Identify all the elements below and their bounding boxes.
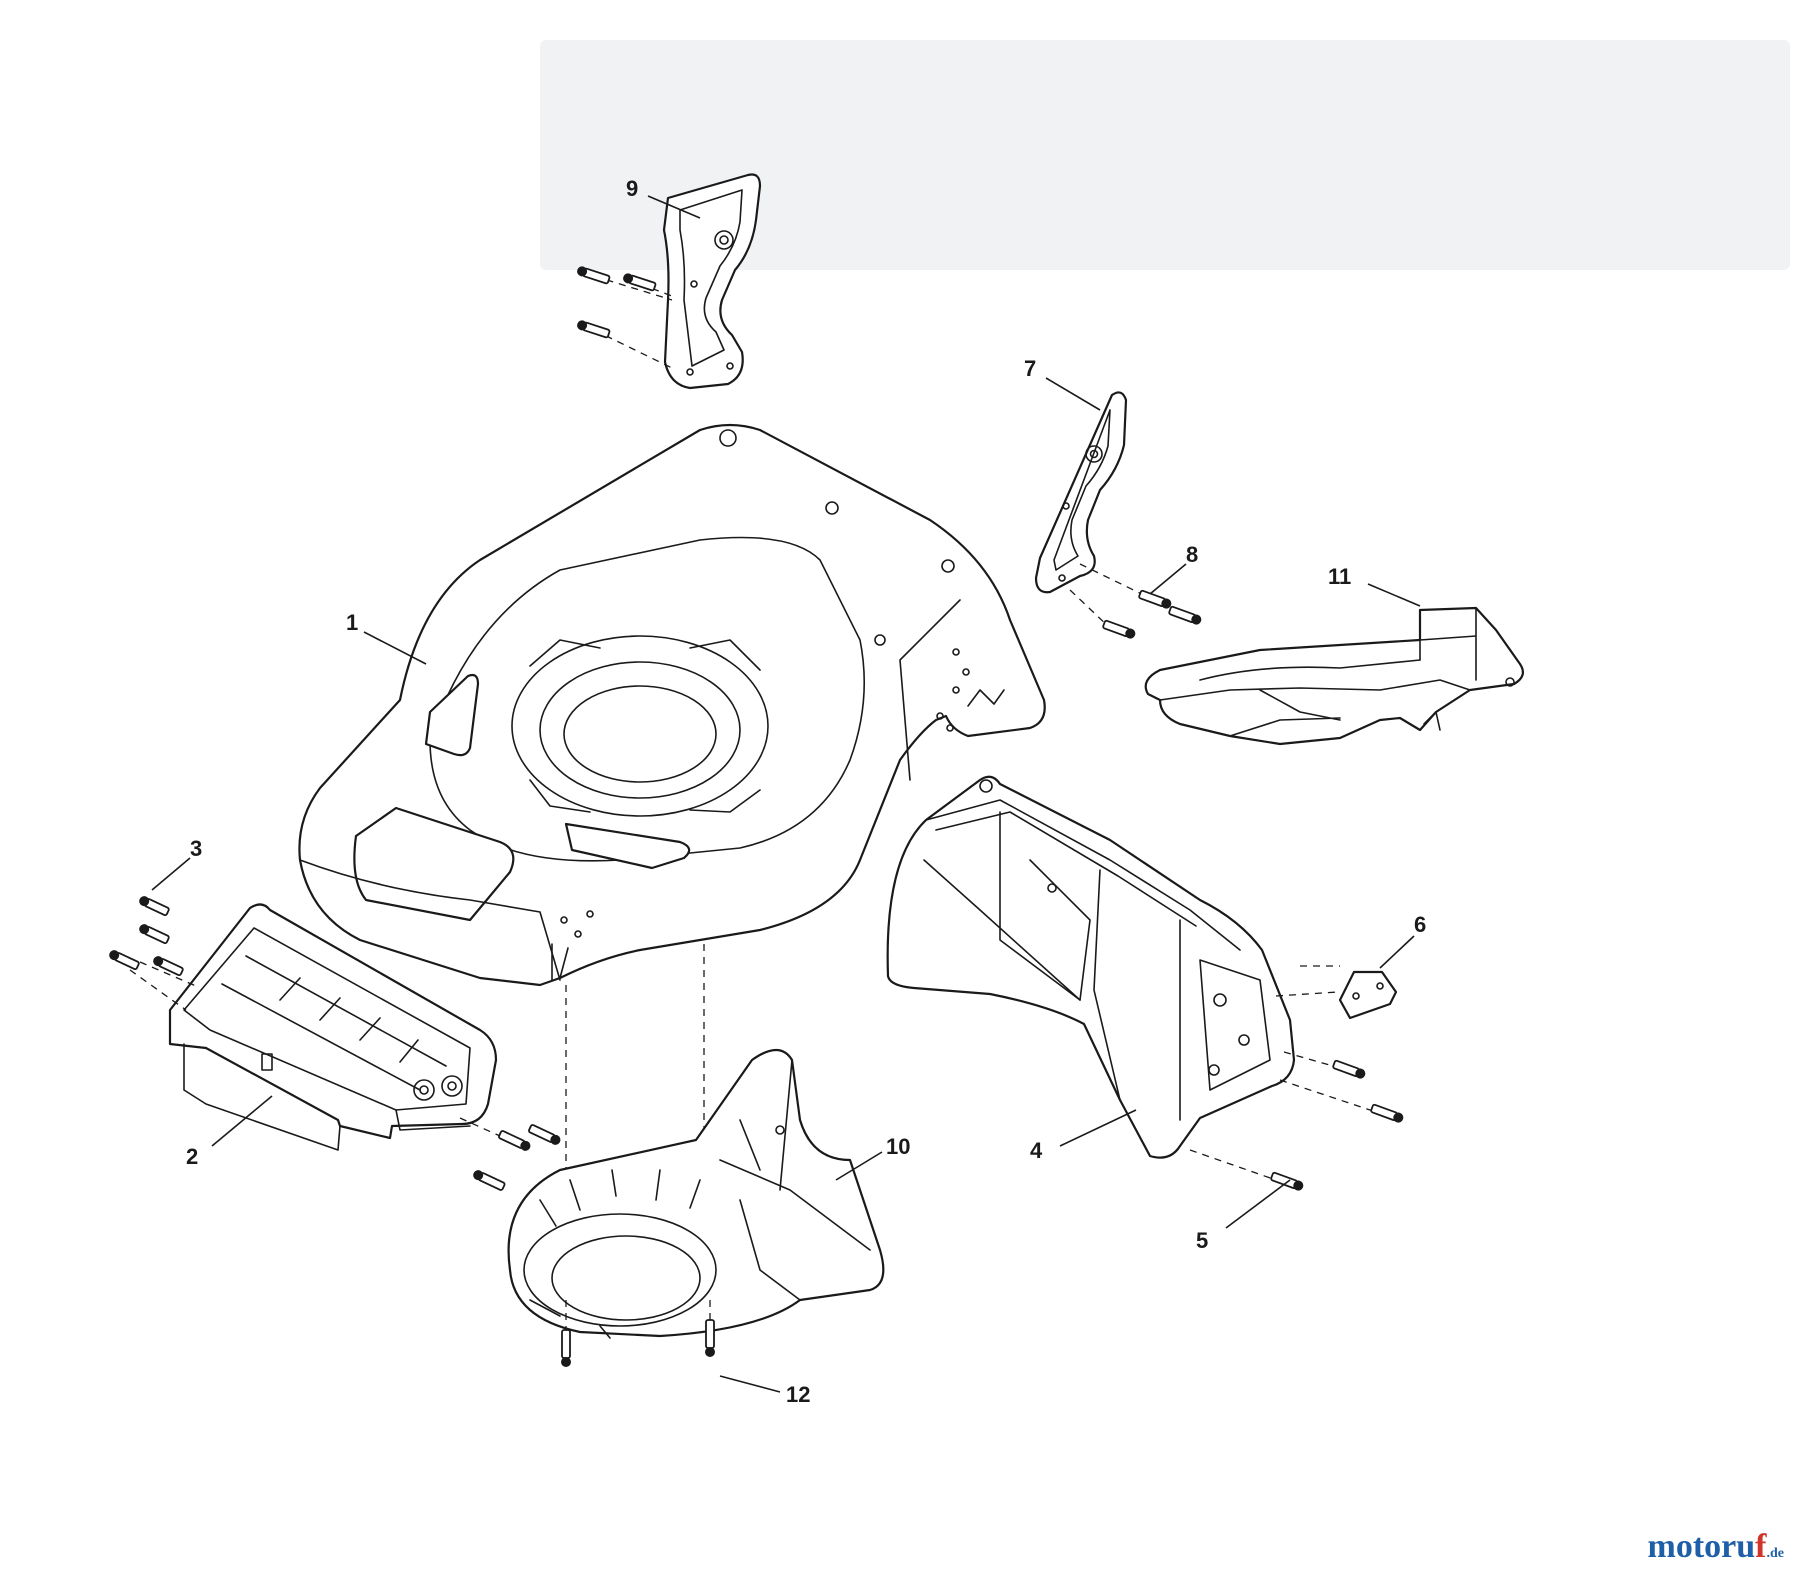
callout-6: 6: [1414, 912, 1426, 937]
watermark-suffix: .de: [1766, 1546, 1785, 1561]
callout-7: 7: [1024, 356, 1036, 381]
scan-artifact: [540, 40, 1790, 270]
callout-4: 4: [1030, 1138, 1043, 1163]
part-10-discharge-cover: [507, 1048, 885, 1339]
part-8-screws: [1069, 563, 1202, 639]
part-12-screws: [561, 1300, 715, 1367]
callout-9: 9: [626, 176, 638, 201]
part-3-screws: [109, 896, 197, 1011]
callout-5: 5: [1196, 1228, 1208, 1253]
part-9-handle-bracket: [662, 173, 762, 390]
part-6-latch-plate: [1275, 965, 1398, 1020]
watermark-main: motoru: [1647, 1528, 1756, 1565]
callout-12: 12: [786, 1382, 810, 1407]
callout-8: 8: [1186, 542, 1198, 567]
callout-3: 3: [190, 836, 202, 861]
watermark-accent: f: [1755, 1528, 1767, 1565]
callout-2: 2: [186, 1144, 198, 1169]
part-2-rear-screws: [459, 1117, 561, 1191]
part-2-front-rail: [168, 903, 498, 1151]
part-7-handle-bracket: [1034, 391, 1128, 594]
part-4-grass-chute: [886, 775, 1296, 1159]
part-5-screws: [1189, 1051, 1404, 1191]
part-11-rear-guard: [1144, 606, 1525, 746]
callout-1: 1: [346, 610, 358, 635]
part-9-screws: [577, 266, 673, 369]
callout-11: 11: [1328, 564, 1351, 589]
callout-10: 10: [886, 1134, 910, 1159]
part-1-mower-deck: [298, 423, 1046, 987]
leader-lines: [151, 195, 1421, 1393]
watermark-logo: motoruf.de: [1648, 1528, 1784, 1566]
